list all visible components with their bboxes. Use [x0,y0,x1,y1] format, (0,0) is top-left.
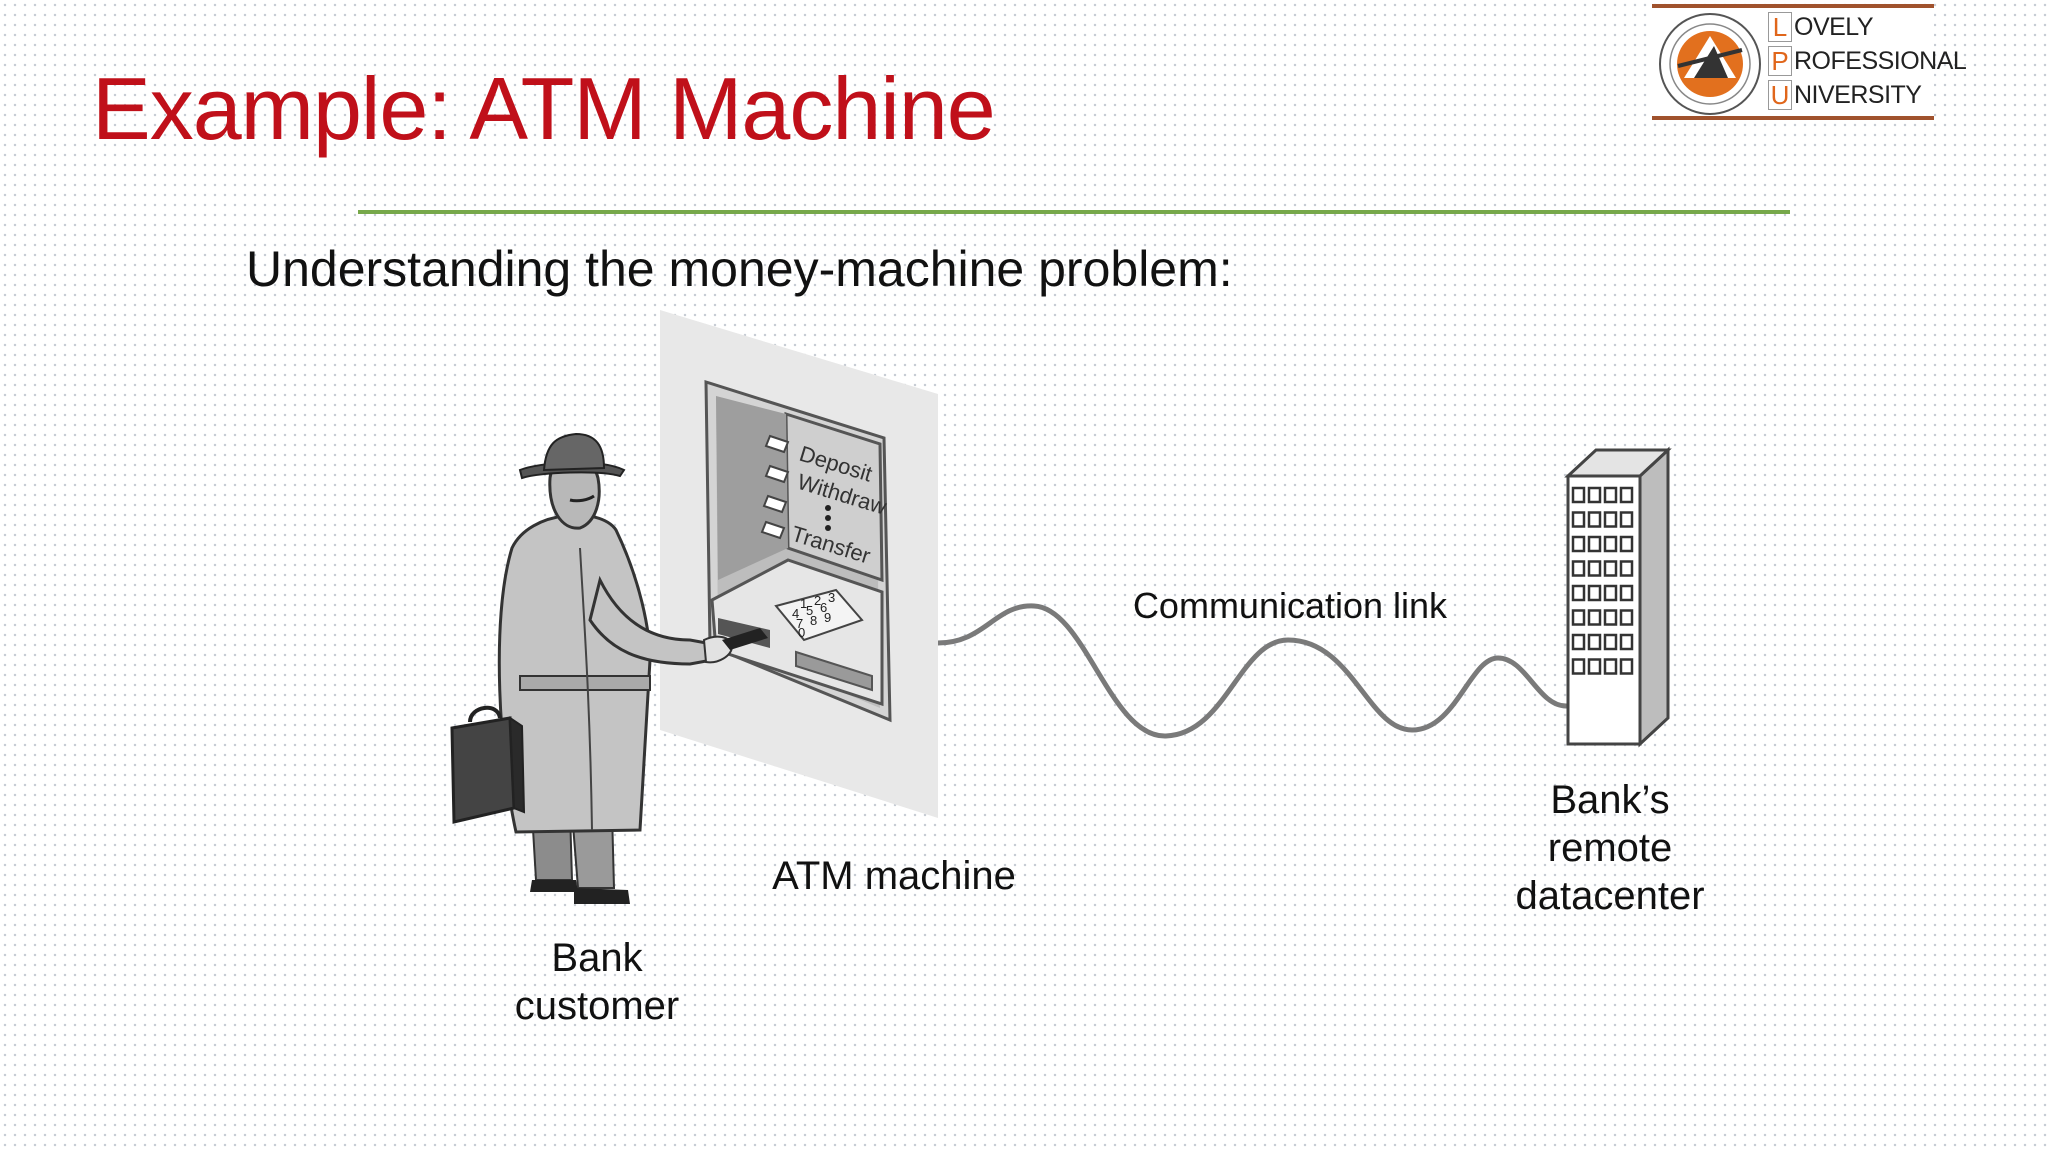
atm-side-buttons [760,434,790,540]
logo-initial: U [1768,80,1792,110]
keypad-key: 1 [800,596,807,611]
keypad-key: 8 [810,613,817,628]
building-window [1603,658,1618,675]
logo-line-2: P ROFESSIONAL [1768,46,1967,76]
building-window [1587,609,1602,626]
label-bank-customer: Bank customer [452,934,742,1030]
logo-line-3: U NIVERSITY [1768,80,1922,110]
building-window [1587,633,1602,651]
label-line: Bank’s [1550,778,1670,822]
logo-word: OVELY [1794,12,1874,41]
keypad-keys: 1 2 3 4 5 6 7 8 9 0 [792,590,835,640]
screen-menu-ellipsis [825,515,831,521]
logo-top-bar [1652,4,1934,8]
building-window [1587,560,1602,577]
building-window [1619,535,1634,553]
label-atm-machine: ATM machine [772,854,1016,898]
slide-title: Example: ATM Machine [92,59,996,158]
label-line: datacenter [1515,874,1705,918]
building-window [1619,486,1634,504]
atm-screen-side [716,396,788,580]
building-window [1571,633,1586,651]
building-window [1619,560,1634,577]
label-line: remote [1547,826,1673,870]
keypad-key: 0 [798,625,805,640]
label-datacenter: Bank’s remote datacenter [1470,776,1750,920]
building-window [1571,511,1586,528]
label-line: customer [514,984,680,1028]
building-window [1571,609,1586,626]
keypad-key: 7 [796,616,803,631]
building-window [1603,609,1618,626]
building-window [1571,658,1586,675]
building-window [1587,535,1602,553]
keypad-key: 3 [828,590,835,605]
screen-menu-ellipsis [825,505,831,511]
building-window [1619,633,1634,651]
building-window [1619,511,1634,528]
logo-initial: L [1768,12,1792,42]
screen-menu-ellipsis [825,525,831,531]
logo-bottom-bar [1652,116,1934,120]
building-window [1603,560,1618,577]
logo-word: ROFESSIONAL [1794,46,1967,75]
keypad-key: 4 [792,606,799,621]
building-window [1603,584,1618,602]
building-window [1619,609,1634,626]
logo-initial: P [1768,46,1792,76]
keypad-key: 5 [806,603,813,618]
communication-link-wire [937,603,1572,739]
university-logo: L OVELY P ROFESSIONAL U NIVERSITY [1652,4,1967,122]
keypad-key: 9 [824,610,831,625]
logo-line-1: L OVELY [1768,12,1874,42]
atm-keypad [774,588,864,642]
slide-subtitle: Understanding the money-machine problem: [246,241,1233,297]
datacenter-building-icon [1564,446,1672,748]
building-window [1603,633,1618,651]
building-window [1587,584,1602,602]
building-window [1571,486,1586,504]
building-window [1619,584,1634,602]
building-window [1619,658,1634,675]
building-window [1603,511,1618,528]
keypad-key: 2 [814,593,821,608]
building-window [1587,486,1602,504]
keypad-key: 6 [820,600,827,615]
building-window [1571,535,1586,553]
label-communication-link: Communication link [1132,585,1448,626]
label-line: Bank [551,936,643,980]
building-window [1603,486,1618,504]
building-window [1603,535,1618,553]
university-seal-icon [1659,13,1761,115]
building-window [1571,584,1586,602]
building-window [1587,511,1602,528]
cash-dispenser [795,650,873,692]
building-window [1587,658,1602,675]
building-window [1571,560,1586,577]
logo-word: NIVERSITY [1794,80,1922,109]
title-divider [358,210,1790,214]
bank-customer-figure [450,432,768,904]
